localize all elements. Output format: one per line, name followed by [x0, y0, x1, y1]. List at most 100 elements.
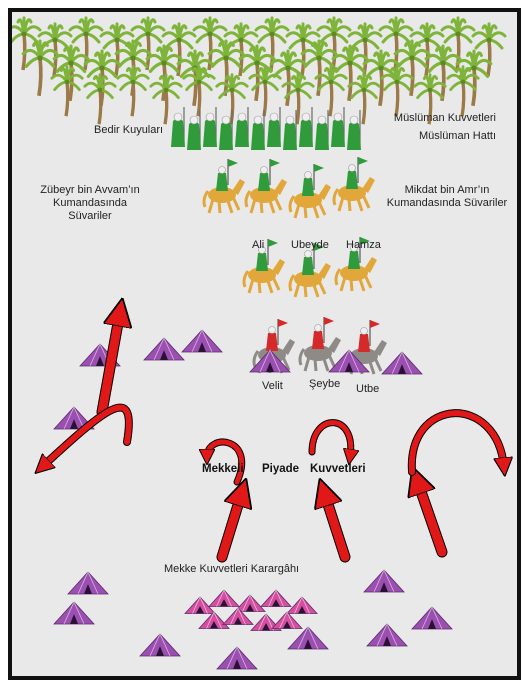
headquarters-tent-icon	[271, 611, 303, 629]
muslim-soldier-icon	[203, 107, 217, 147]
red-arrow-icon	[207, 438, 246, 486]
label-bedir-kuyulari: Bedir Kuyuları	[94, 124, 164, 136]
tent-icon	[139, 633, 181, 657]
label-seybe: Şeybe	[309, 378, 341, 390]
tent-icon	[363, 569, 405, 593]
red-arrow-icon	[96, 312, 120, 418]
palm-tree-icon	[83, 73, 117, 125]
muslim-cavalry-icon	[202, 159, 245, 214]
palm-tree-icon	[207, 39, 245, 97]
muslim-cavalry-icon	[242, 239, 285, 294]
tent-icon	[67, 571, 109, 595]
battle-of-badr-map: Bedir Kuyuları Müslüman Kuvvetleri Müslü…	[8, 8, 521, 680]
label-ali: Ali	[252, 239, 265, 251]
palm-tree-icon	[347, 73, 381, 125]
palm-tree-icon	[99, 22, 135, 77]
muslim-soldier-icon	[331, 107, 345, 147]
headquarters-tent-icon	[286, 596, 318, 614]
muslim-soldier-icon	[347, 110, 361, 150]
palm-tree-icon	[413, 73, 447, 125]
muslim-cavalry-icon	[332, 157, 375, 212]
palm-tree-icon	[331, 44, 369, 102]
label-ubeyde: Ubeyde	[291, 239, 329, 251]
palm-tree-icon	[21, 39, 59, 97]
red-arrow-icon	[308, 419, 351, 457]
headquarters-tent-icon	[184, 596, 216, 614]
tent-icon	[381, 351, 423, 375]
muslim-soldier-icon	[219, 110, 233, 150]
tent-icon	[249, 349, 291, 373]
label-utbe: Utbe	[356, 383, 380, 395]
muslim-soldier-icon	[171, 107, 185, 147]
label-piyade: Piyade	[262, 463, 300, 475]
tent-icon	[143, 337, 185, 361]
muslim-soldier-icon	[187, 110, 201, 150]
palm-grove	[12, 16, 507, 125]
meccan-cavalry-icon	[298, 317, 341, 372]
battle-illustration	[12, 16, 517, 670]
red-arrow-icon	[42, 403, 133, 467]
palm-tree-icon	[116, 65, 150, 117]
palm-tree-icon	[281, 73, 315, 125]
palm-tree-icon	[314, 65, 348, 117]
palm-tree-icon	[378, 16, 414, 71]
muslim-soldier-icon	[315, 110, 329, 150]
headquarters-tent-icon	[222, 607, 254, 625]
label-mekke-karargah: Mekke Kuvvetleri Karargâhı	[164, 563, 300, 575]
palm-tree-icon	[380, 65, 414, 117]
headquarters-tent-icon	[198, 611, 230, 629]
label-hamza: Hamza	[346, 239, 381, 251]
muslim-line	[171, 107, 361, 150]
tent-icon	[366, 623, 408, 647]
tent-icon	[216, 646, 258, 670]
palm-tree-icon	[52, 44, 90, 102]
red-arrow-icon	[216, 492, 242, 563]
palm-tree-icon	[285, 22, 321, 77]
palm-tree-icon	[50, 65, 84, 117]
tent-icon	[181, 329, 223, 353]
muslim-cavalry-icon	[334, 237, 377, 292]
palm-tree-icon	[149, 73, 183, 125]
palm-tree-icon	[238, 44, 276, 102]
palm-tree-icon	[254, 16, 290, 71]
red-arrow-icon	[407, 409, 504, 472]
muslim-soldier-icon	[267, 107, 281, 147]
tent-icon	[53, 406, 95, 430]
palm-tree-icon	[145, 44, 183, 102]
label-muslim-forces: Müslüman Kuvvetleri Müslüman Hattı	[393, 112, 496, 142]
red-arrow-icon	[324, 492, 351, 563]
label-velit: Velit	[262, 380, 283, 392]
label-mikdat-cavalry: Mikdat bin Amr’ın Kumandasında Süvariler	[386, 184, 508, 209]
palm-tree-icon	[68, 16, 104, 71]
tent-icon	[287, 626, 329, 650]
tent-icon	[411, 606, 453, 630]
palm-tree-icon	[316, 16, 352, 71]
headquarters-tent-icon	[208, 589, 240, 607]
label-zubeyr-cavalry: Zübeyr bin Avvam’ın Kumandasında Süvaril…	[40, 184, 140, 222]
headquarters-tent-icon	[260, 589, 292, 607]
muslim-cavalry-icon	[244, 159, 287, 214]
muslim-soldier-icon	[235, 107, 249, 147]
label-kuvvetleri: Kuvvetleri	[310, 463, 366, 475]
tent-icon	[328, 349, 370, 373]
tent-icon	[53, 601, 95, 625]
palm-tree-icon	[446, 65, 480, 117]
label-mekkeli: Mekkeli	[202, 463, 244, 475]
muslim-cavalry-icon	[288, 164, 331, 219]
muslim-soldier-icon	[283, 110, 297, 150]
palm-tree-icon	[182, 65, 216, 117]
muslim-cavalry-groups	[202, 157, 377, 298]
muslim-soldier-icon	[299, 107, 313, 147]
palm-tree-icon	[161, 22, 197, 77]
palm-tree-icon	[215, 73, 249, 125]
headquarters-tent-icon	[234, 594, 266, 612]
palm-tree-icon	[12, 16, 42, 71]
palm-tree-icon	[248, 65, 282, 117]
meccan-camp-tents	[53, 329, 453, 670]
muslim-soldier-icon	[251, 110, 265, 150]
movement-arrows	[42, 312, 504, 563]
palm-tree-icon	[440, 16, 476, 71]
palm-tree-icon	[471, 22, 507, 77]
muslim-cavalry-icon	[288, 243, 331, 298]
red-arrow-icon	[417, 480, 448, 558]
